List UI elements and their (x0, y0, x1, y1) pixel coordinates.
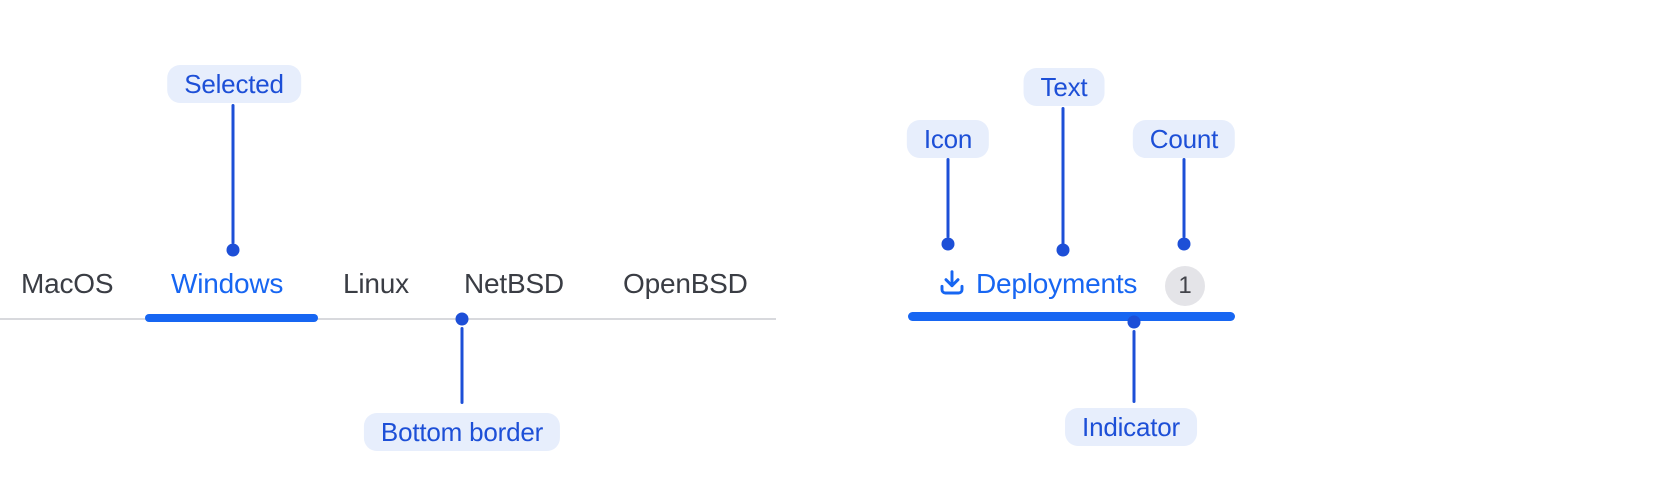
tab-netbsd[interactable]: NetBSD (464, 268, 564, 299)
pointer-dot (226, 243, 240, 257)
callout-text-label: Text (1023, 68, 1105, 106)
tab-windows-selected[interactable]: Windows (171, 268, 284, 299)
selected-tab-indicator (908, 312, 1235, 321)
callout-bottom-border-label: Bottom border (363, 413, 561, 451)
pointer-dot (1177, 237, 1191, 251)
deployments-tab-label: Deployments (976, 268, 1138, 299)
pointer-dot (455, 312, 469, 326)
callout-icon-label: Icon (906, 120, 990, 158)
pointer-line (460, 327, 464, 404)
pointer-line (1182, 158, 1186, 238)
tab-macos[interactable]: MacOS (21, 268, 114, 299)
selected-tab-underline (145, 314, 318, 322)
tab-linux[interactable]: Linux (343, 268, 409, 299)
pointer-line (946, 158, 950, 238)
pointer-dot (1056, 243, 1070, 257)
callout-indicator-label: Indicator (1065, 408, 1197, 446)
count-badge: 1 (1165, 266, 1205, 306)
download-icon (936, 267, 968, 299)
pointer-dot (1127, 315, 1141, 329)
pointer-line (1132, 330, 1136, 403)
callout-selected-label: Selected (167, 65, 301, 103)
tabbar-bottom-border (0, 318, 776, 320)
tab-openbsd[interactable]: OpenBSD (623, 268, 748, 299)
pointer-line (1061, 107, 1065, 245)
deployments-tab[interactable]: Deployments 1 (908, 254, 1236, 324)
pointer-line (231, 104, 235, 244)
callout-count-label: Count (1132, 120, 1236, 158)
pointer-dot (941, 237, 955, 251)
